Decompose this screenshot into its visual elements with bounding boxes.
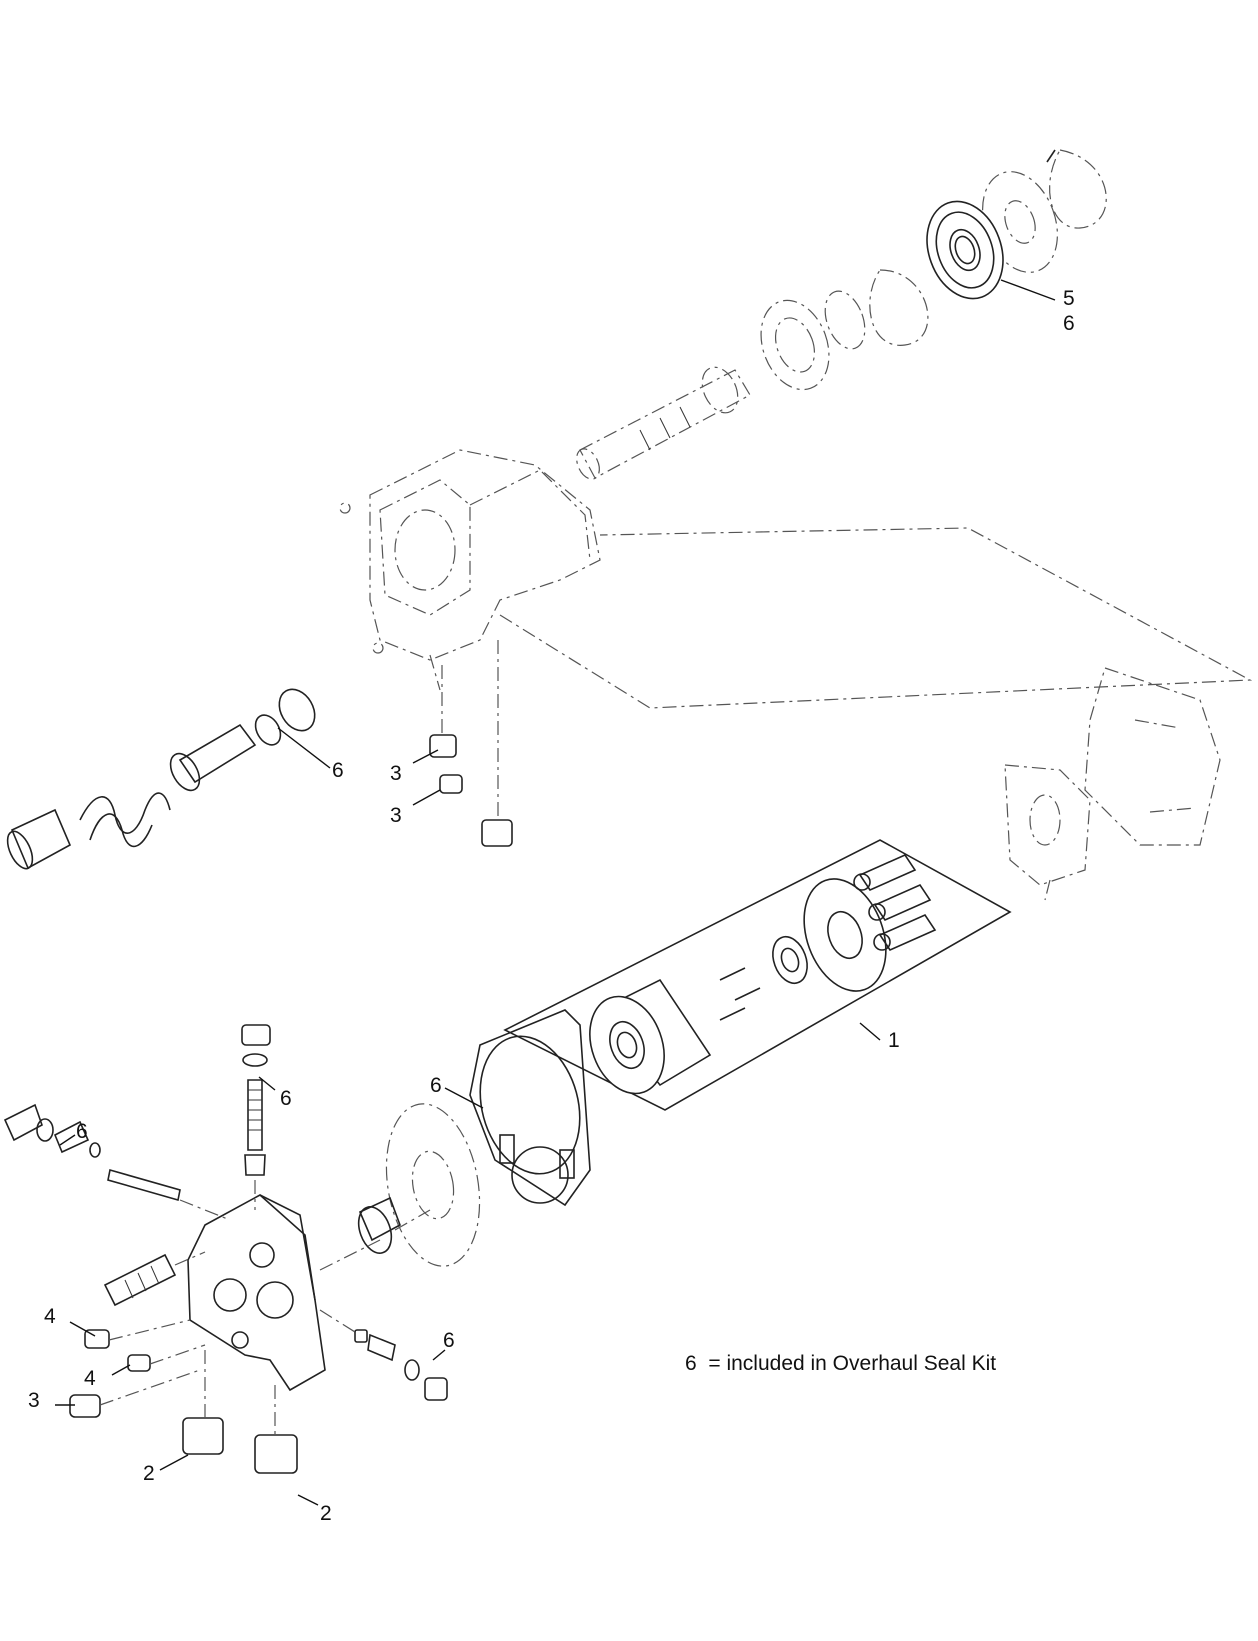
callout-6: 6 (280, 1087, 292, 1110)
spherical-washer (772, 935, 808, 985)
callout-2: 2 (320, 1502, 332, 1525)
callout-3: 3 (390, 804, 402, 827)
needle-bearing (319, 1196, 431, 1271)
assembly-line-housing-to-swashplate (499, 527, 1253, 709)
callout-6: 6 (430, 1074, 442, 1097)
callout-6: 6 (76, 1120, 88, 1143)
leader-lines (55, 279, 1056, 1506)
callout-6: 6 (443, 1329, 455, 1352)
ball-bearing (760, 299, 830, 391)
pins (719, 967, 761, 1021)
retaining-ring-outer (1046, 149, 1107, 229)
adjust-screw (103, 1251, 206, 1307)
compensator-spool (169, 723, 257, 792)
callout-3: 3 (28, 1389, 40, 1412)
swash-plate (1004, 764, 1091, 901)
compensator-cap (6, 808, 72, 870)
retainer-plate (803, 878, 887, 992)
compensator-spring (79, 792, 171, 848)
callout-6: 6 (332, 759, 344, 782)
plugs-upper (429, 640, 513, 847)
callout-1: 1 (888, 1029, 900, 1052)
left-valve-parts (3, 1103, 231, 1221)
end-cap (187, 1194, 326, 1392)
shaft-seal (926, 200, 1004, 300)
relief-valve-top (241, 1024, 271, 1210)
swash-plate-cradle (1084, 667, 1221, 846)
callout-5: 5 (1063, 287, 1075, 310)
callout-6: 6 (1063, 312, 1075, 335)
snap-ring-large (869, 269, 929, 346)
callout-2: 2 (143, 1462, 155, 1485)
right-side-valve (319, 1309, 448, 1401)
plugs-lower (69, 1319, 298, 1474)
pistons (853, 853, 937, 952)
pump-housing (339, 449, 601, 691)
rotating-group-outline (503, 839, 1012, 1111)
snap-ring-small (824, 290, 866, 350)
cylinder-block (589, 978, 712, 1095)
valve-plate (385, 1103, 481, 1267)
callout-3: 3 (390, 762, 402, 785)
o-rings-upper (254, 688, 316, 746)
callout-4: 4 (44, 1305, 56, 1328)
drive-shaft (576, 366, 751, 480)
seal-kit-note: 6 = included in Overhaul Seal Kit (685, 1352, 996, 1375)
callout-4: 4 (84, 1367, 96, 1390)
gasket (469, 1009, 591, 1207)
